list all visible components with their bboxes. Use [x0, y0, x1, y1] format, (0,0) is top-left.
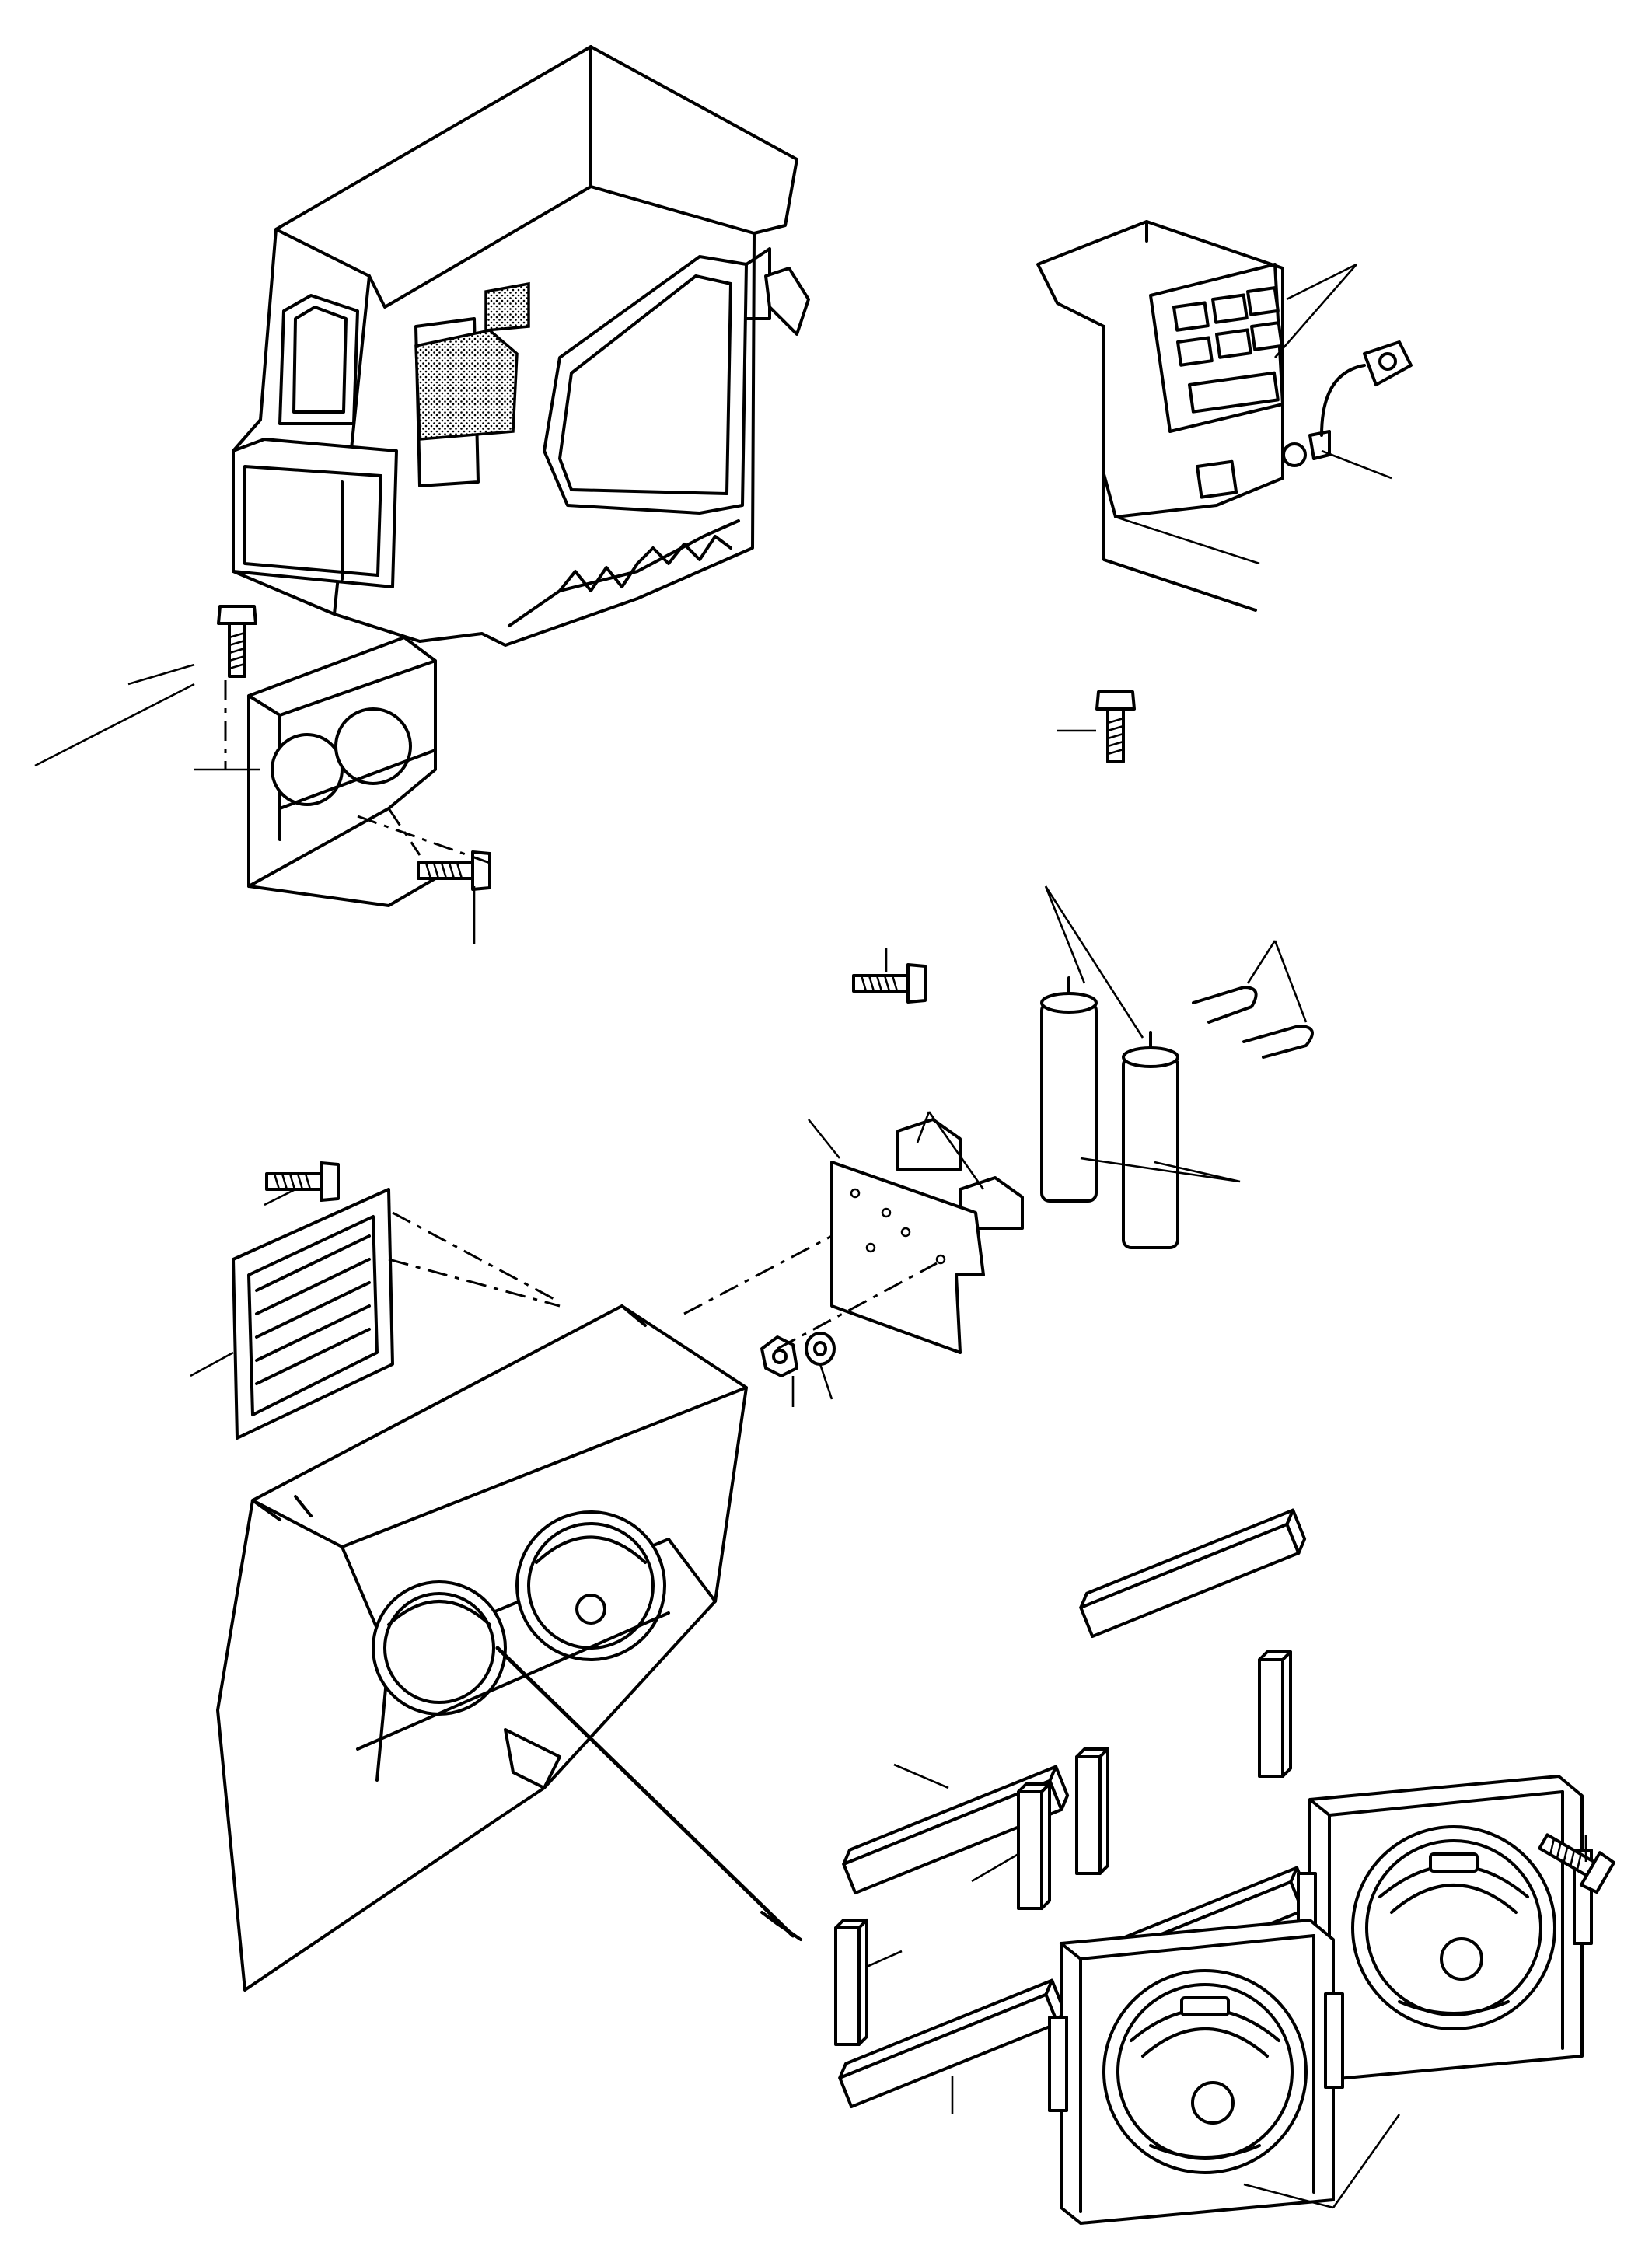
- cushion-strips: [834, 1508, 1315, 2114]
- bolt-icon: [217, 605, 257, 678]
- mounting-bracket: [807, 1119, 985, 1354]
- grille: [190, 1188, 394, 1440]
- dashboard-console: [1036, 220, 1413, 612]
- lamp-assemblies: [1048, 1775, 1593, 2225]
- bolt-icon: [1095, 690, 1136, 763]
- bolt-icon: [265, 1161, 340, 1202]
- nut: [760, 1335, 798, 1407]
- light-housing: [216, 1304, 802, 1992]
- washer: [805, 1332, 836, 1400]
- u-bolts: [1192, 940, 1314, 1059]
- bolt-icon: [852, 963, 927, 1004]
- front-cab-light-unit: [247, 636, 437, 907]
- capacitors: [1040, 885, 1241, 1249]
- operator-cab: [232, 45, 810, 647]
